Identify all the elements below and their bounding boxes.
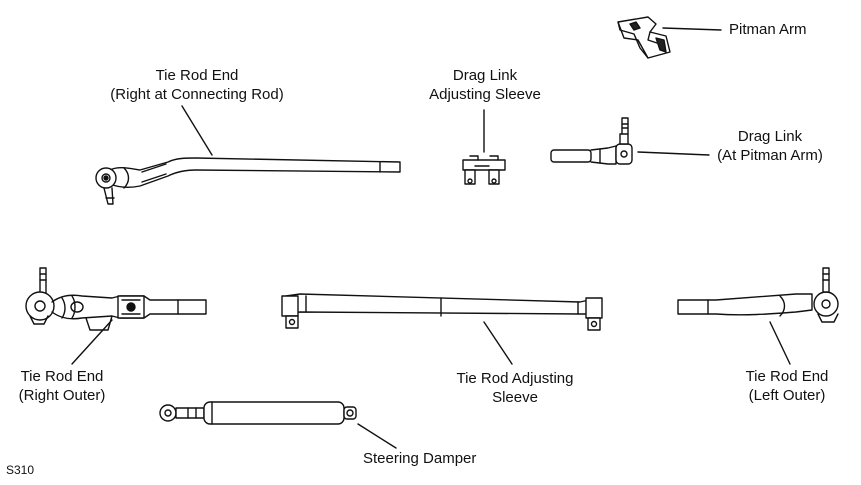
- label-tie-rod-end-connecting-line2: (Right at Connecting Rod): [110, 86, 284, 103]
- tie-rod-end-connecting-leader: [181, 105, 213, 156]
- drag-link-illustration: [550, 117, 633, 165]
- label-tie-rod-end-connecting: Tie Rod End (Right at Connecting Rod): [100, 66, 294, 104]
- pitman-arm-leader: [662, 27, 722, 31]
- figure-code: S310: [6, 463, 35, 477]
- label-tie-rod-end-right-outer-line1: Tie Rod End: [20, 368, 104, 385]
- label-tie-rod-end-left-outer-line2: (Left Outer): [748, 387, 826, 404]
- label-drag-link-line2: (At Pitman Arm): [717, 147, 823, 164]
- tie-rod-end-right-outer-leader: [71, 319, 113, 365]
- label-tie-rod-end-right-outer-line2: (Right Outer): [18, 387, 106, 404]
- label-tie-rod-end-right-outer: Tie Rod End (Right Outer): [8, 367, 116, 405]
- label-tie-rod-adjusting-sleeve: Tie Rod Adjusting Sleeve: [440, 369, 590, 407]
- steering-damper-leader: [357, 423, 397, 449]
- pitman-arm-illustration: [617, 16, 671, 59]
- drag-link-sleeve-illustration: [462, 155, 506, 185]
- label-drag-link-sleeve: Drag Link Adjusting Sleeve: [420, 66, 550, 104]
- drag-link-leader: [637, 151, 710, 156]
- tie-rod-end-connecting-illustration: [95, 157, 401, 205]
- label-drag-link-sleeve-line1: Drag Link: [452, 67, 518, 84]
- label-tie-rod-end-left-outer-line1: Tie Rod End: [745, 368, 829, 385]
- label-tie-rod-adjusting-sleeve-line1: Tie Rod Adjusting: [456, 370, 574, 387]
- tie-rod-end-left-outer-leader: [769, 321, 791, 365]
- label-tie-rod-end-connecting-line1: Tie Rod End: [155, 67, 239, 84]
- label-steering-damper: Steering Damper: [363, 450, 477, 467]
- label-tie-rod-end-left-outer: Tie Rod End (Left Outer): [734, 367, 840, 405]
- tie-rod-sleeve-leader: [483, 321, 513, 365]
- tie-rod-end-left-outer-illustration: [677, 267, 839, 323]
- label-drag-link: Drag Link (At Pitman Arm): [708, 127, 832, 165]
- steering-damper-illustration: [159, 401, 357, 425]
- label-drag-link-line1: Drag Link: [737, 128, 803, 145]
- tie-rod-end-right-outer-illustration: [25, 267, 207, 331]
- tie-rod-sleeve-illustration: [281, 293, 603, 331]
- label-tie-rod-adjusting-sleeve-line2: Sleeve: [492, 389, 538, 406]
- label-pitman-arm: Pitman Arm: [729, 21, 807, 38]
- label-drag-link-sleeve-line2: Adjusting Sleeve: [429, 86, 541, 103]
